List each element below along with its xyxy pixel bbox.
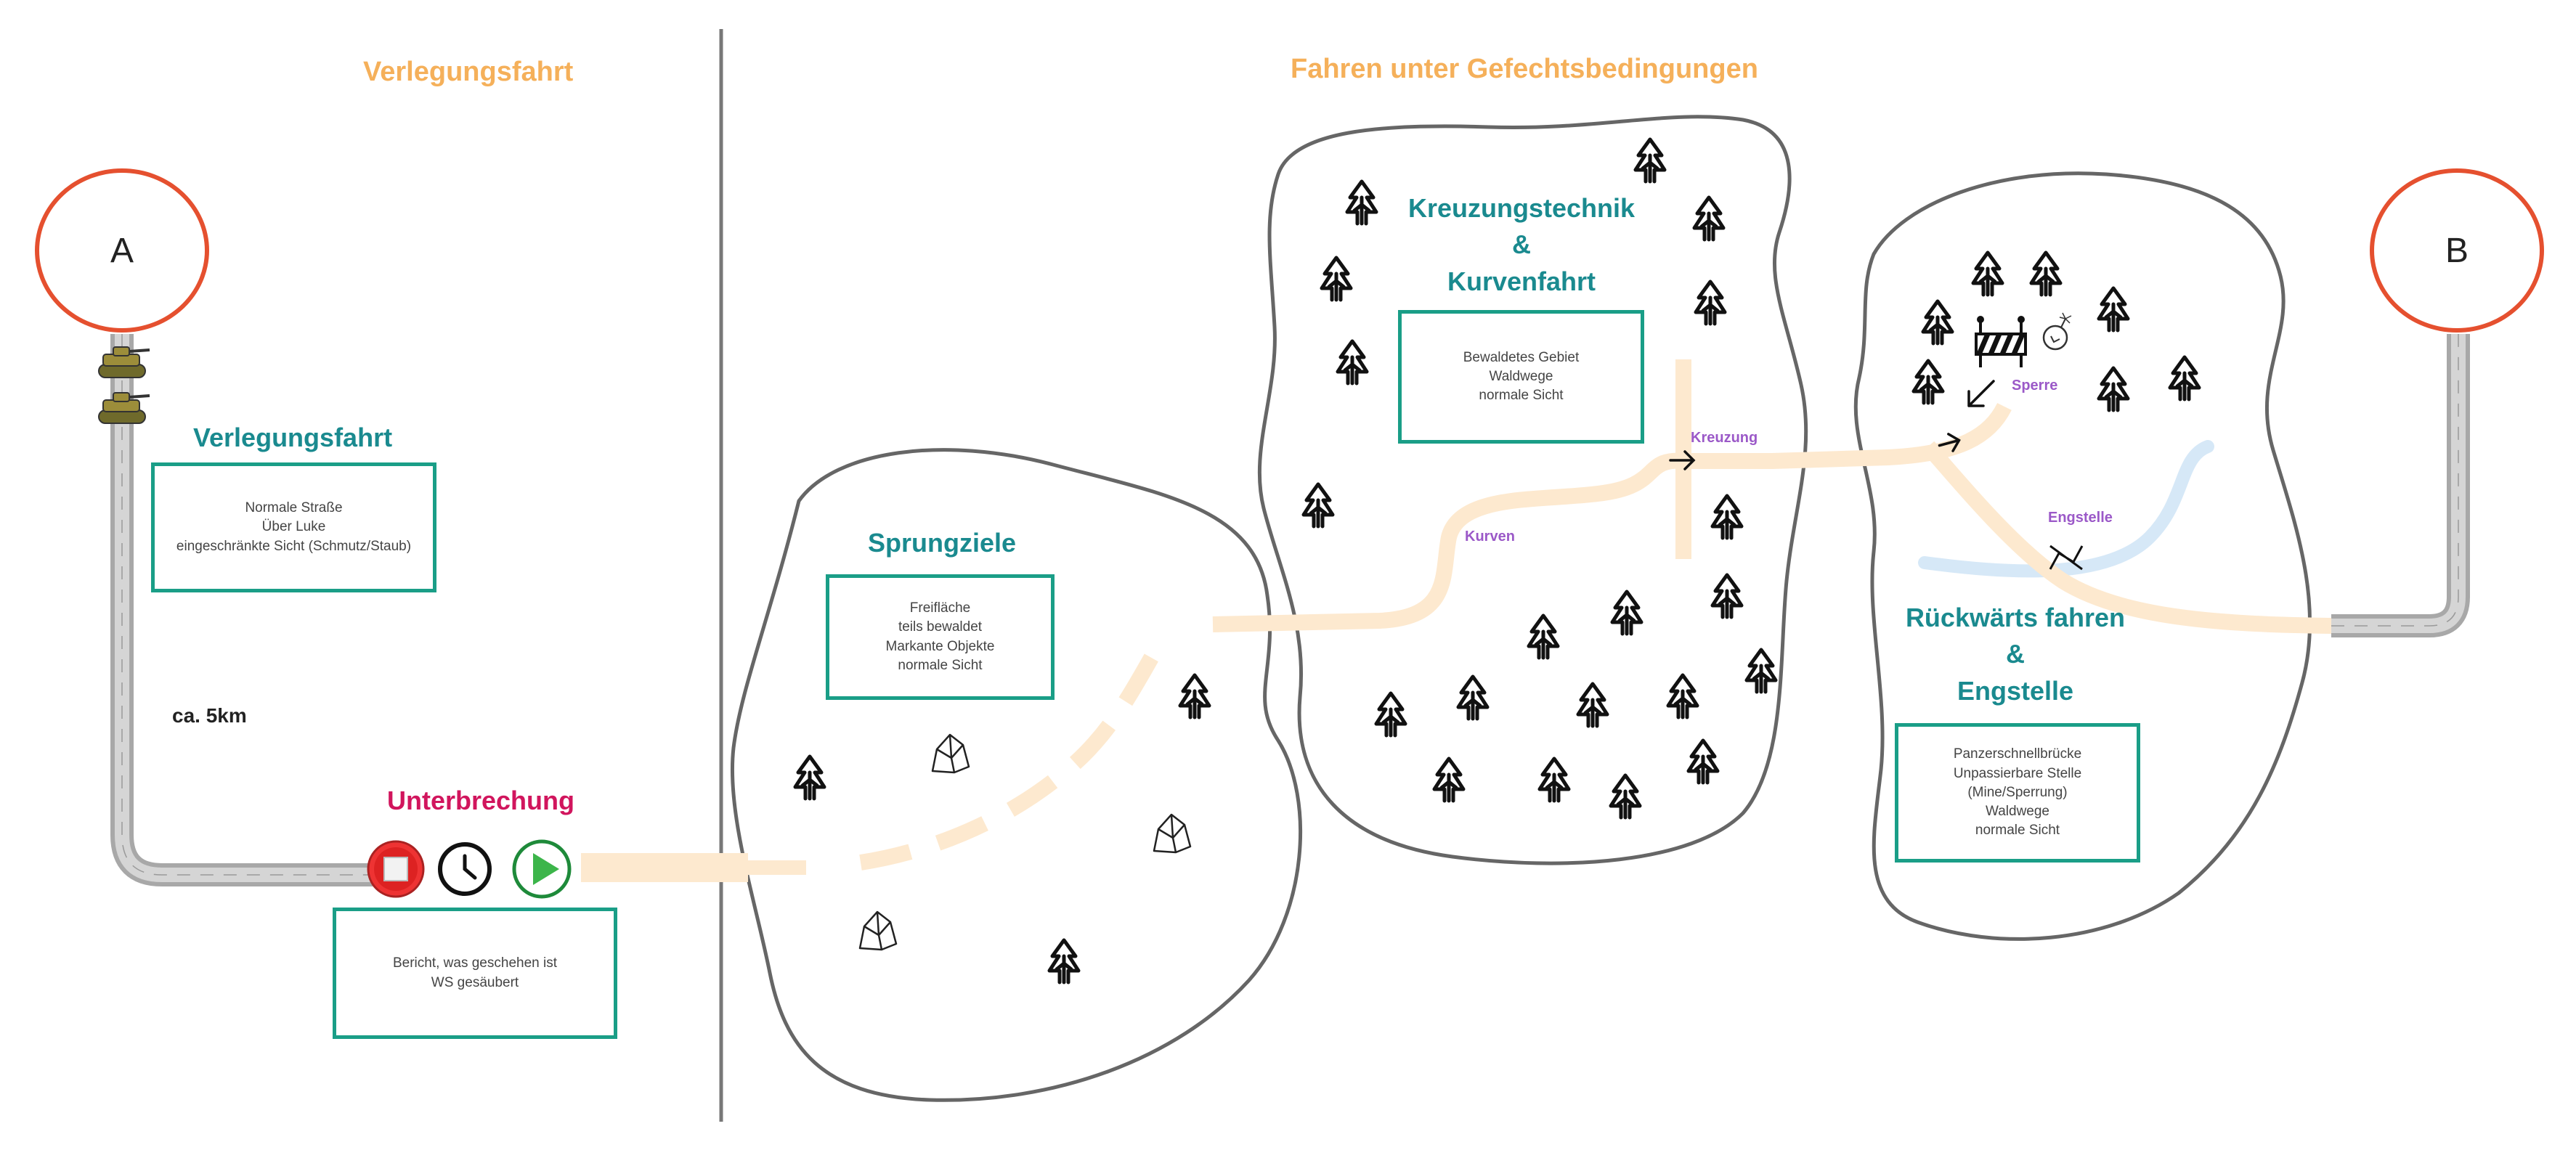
tree-icon — [1322, 258, 1351, 300]
info-line: teils bewaldet — [898, 619, 983, 635]
title-line: & — [1512, 229, 1531, 260]
info-line: Markante Objekte — [885, 638, 995, 654]
tree-icon — [1611, 775, 1640, 817]
node-start: A — [35, 168, 209, 333]
section-title-unterbrechung: Unterbrechung — [387, 786, 575, 815]
info-line: Freifläche — [909, 600, 971, 616]
area-kreuzung — [1257, 115, 1808, 865]
info-line: Unpassierbare Stelle — [1953, 765, 2082, 781]
arrow-icon — [1669, 450, 1696, 470]
area-sprungziele — [730, 448, 1303, 1102]
info-box-verlegungsfahrt: Normale Straße Über Luke eingeschränkte … — [151, 462, 436, 592]
tree-icon — [1458, 677, 1487, 719]
rock-icon — [858, 910, 898, 951]
info-box-sprungziele: Freifläche teils bewaldet Markante Objek… — [826, 574, 1055, 700]
tree-icon — [1694, 197, 1723, 240]
tree-icon — [2099, 288, 2128, 330]
tree-icon — [1049, 940, 1078, 982]
bridge-icon — [2049, 545, 2084, 571]
tree-icon — [1304, 484, 1333, 526]
stop-button-icon[interactable] — [367, 840, 425, 898]
arrow-icon — [1967, 380, 1995, 407]
title-line: Rückwärts fahren — [1905, 603, 2126, 632]
node-end: B — [2370, 168, 2544, 333]
road-to-b — [2331, 334, 2470, 637]
info-box-unterbrechung: Bericht, was geschehen ist WS gesäubert — [333, 908, 617, 1039]
play-button-icon[interactable] — [512, 839, 572, 899]
tree-icon — [1923, 301, 1952, 343]
title-line: Kurvenfahrt — [1447, 266, 1596, 296]
info-line: normale Sicht — [1479, 388, 1564, 404]
tree-icon — [1636, 139, 1665, 182]
tree-icon — [1689, 741, 1718, 783]
route-backward — [1922, 441, 2332, 634]
title-line: & — [2006, 639, 2025, 669]
tree-icon — [795, 757, 824, 799]
info-box-kreuzung: Bewaldetes Gebiet Waldwege normale Sicht — [1398, 310, 1644, 444]
tree-icon — [1180, 675, 1209, 717]
tree-icon — [1540, 759, 1569, 801]
tree-icon — [1529, 616, 1558, 658]
section-title-kreuzung: Kreuzungstechnik & Kurvenfahrt — [1405, 190, 1638, 300]
info-line: Waldwege — [1489, 368, 1553, 384]
info-line: Bericht, was geschehen ist — [392, 955, 557, 971]
info-line: WS gesäubert — [431, 974, 519, 990]
clock-icon — [438, 842, 492, 896]
info-line: (Mine/Sperrung) — [1967, 784, 2068, 800]
info-line: Waldwege — [1985, 804, 2049, 820]
info-line: normale Sicht — [898, 657, 983, 673]
tree-icon — [2099, 368, 2128, 410]
arrow-icon — [1938, 433, 1961, 452]
mine-icon — [2042, 312, 2072, 351]
distance-label: ca. 5km — [172, 704, 247, 727]
road-verlegung — [110, 334, 374, 886]
section-title-verlegungsfahrt: Verlegungsfahrt — [193, 423, 393, 452]
tree-icon — [1712, 575, 1742, 617]
barrier-icon — [1975, 316, 2027, 367]
section-title-sprungziele: Sprungziele — [868, 528, 1017, 558]
title-line: Kreuzungstechnik — [1407, 193, 1636, 223]
map-label-kreuzung: Kreuzung — [1691, 430, 1758, 446]
tree-icon — [2170, 357, 2199, 399]
tree-icon — [2031, 253, 2060, 295]
tank-icon — [98, 346, 150, 378]
info-line: Bewaldetes Gebiet — [1463, 349, 1580, 365]
tree-icon — [1696, 282, 1725, 324]
section-title-rueckwaerts: Rückwärts fahren & Engstelle — [1892, 600, 2139, 709]
rock-icon — [1153, 813, 1192, 854]
area-rueckwaerts — [1853, 171, 2312, 941]
tree-icon — [1973, 253, 2002, 295]
tree-icon — [1434, 759, 1463, 801]
tree-icon — [1612, 592, 1641, 634]
info-line: eingeschränkte Sicht (Schmutz/Staub) — [176, 538, 412, 554]
title-line: Engstelle — [1957, 675, 2074, 706]
stream — [1918, 440, 2214, 578]
map-label-kurven: Kurven — [1465, 529, 1515, 545]
info-line: normale Sicht — [1975, 823, 2060, 839]
info-line: Normale Straße — [245, 500, 343, 516]
heading-gefechtsbedingungen: Fahren unter Gefechtsbedingungen — [1291, 54, 1758, 84]
tree-icon — [1338, 341, 1367, 383]
info-box-rueckwaerts: Panzerschnellbrücke Unpassierbare Stelle… — [1895, 723, 2140, 863]
map-label-engstelle: Engstelle — [2048, 510, 2113, 526]
heading-verlegungsfahrt: Verlegungsfahrt — [363, 57, 574, 87]
tree-icon — [1668, 675, 1697, 717]
tree-icon — [1747, 650, 1776, 692]
tree-icon — [1376, 693, 1405, 735]
map-label-sperre: Sperre — [2012, 378, 2058, 394]
rock-icon — [931, 733, 970, 774]
tree-icon — [1347, 182, 1376, 224]
info-line: Panzerschnellbrücke — [1953, 746, 2082, 762]
route-dashed — [859, 635, 1169, 870]
info-line: Über Luke — [261, 519, 326, 535]
tree-icon — [1578, 684, 1607, 726]
tree-icon — [1712, 496, 1742, 538]
tree-icon — [1914, 361, 1943, 403]
tank-icon — [98, 392, 150, 424]
